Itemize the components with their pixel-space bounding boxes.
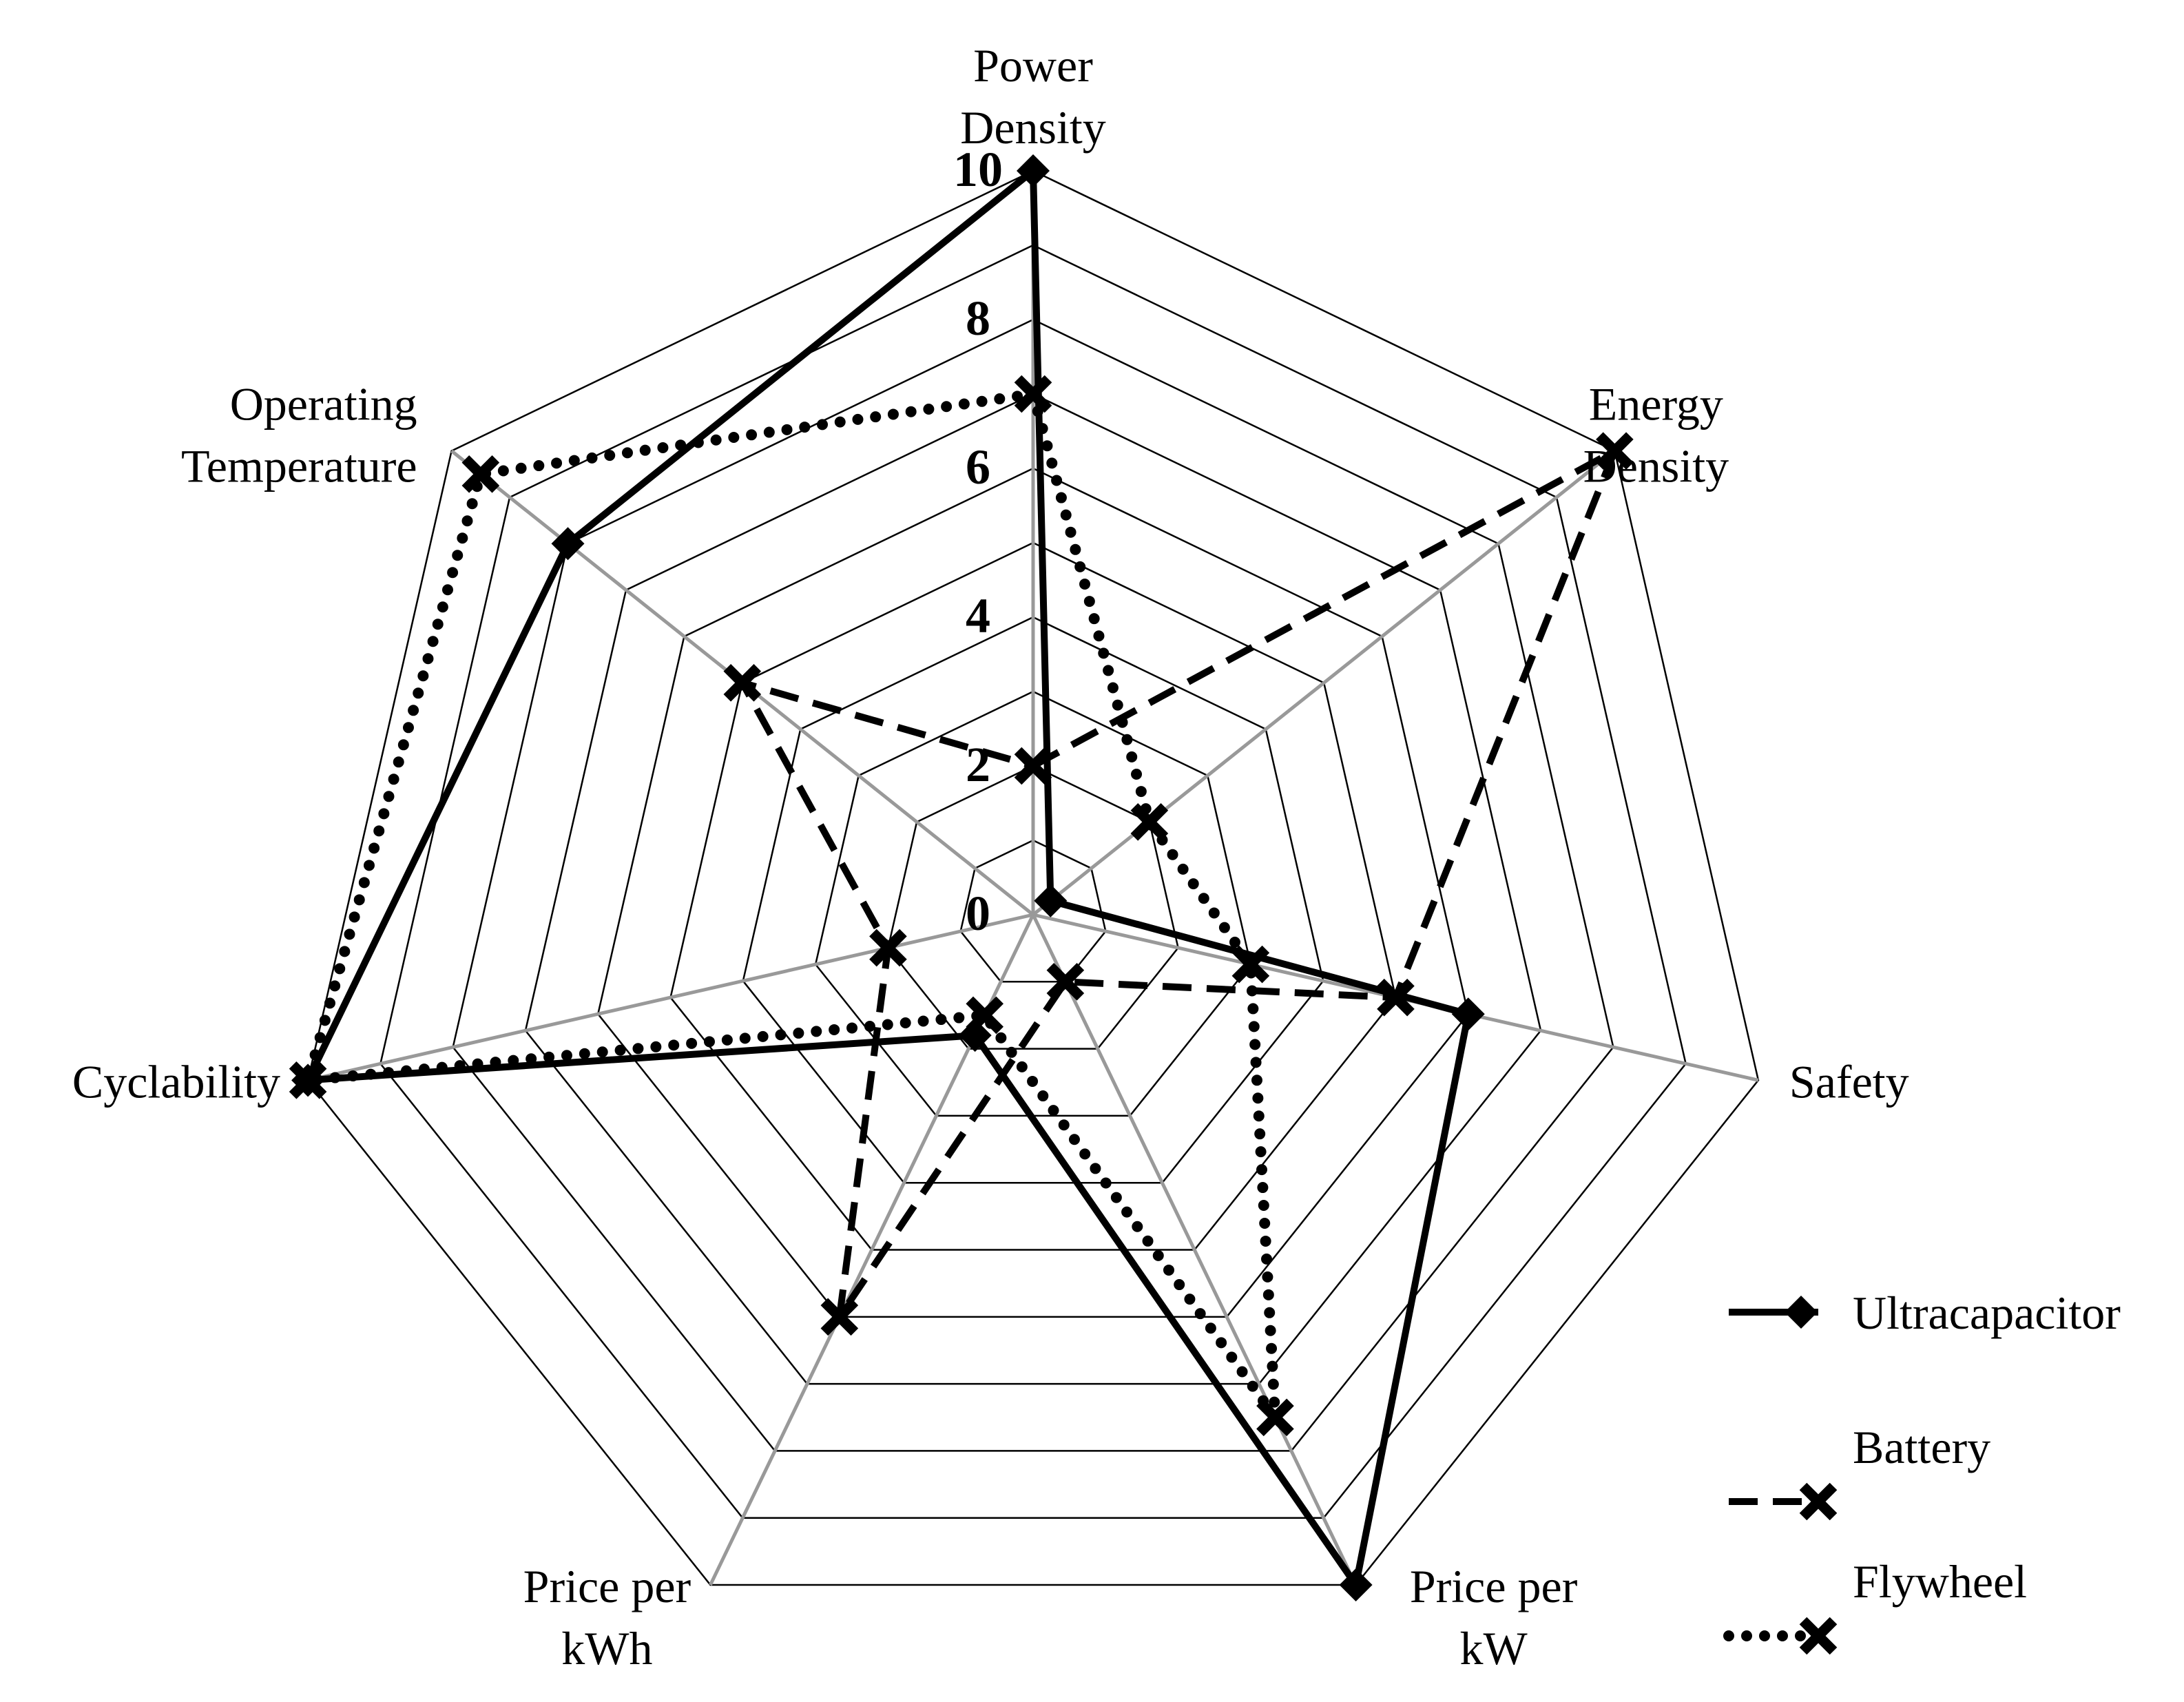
grid-ring-1 xyxy=(959,839,1107,983)
legend-item-battery: Battery xyxy=(1729,1421,1990,1521)
data-point-battery-2 xyxy=(1377,978,1415,1017)
legend-marker-battery xyxy=(1799,1482,1838,1521)
radar-grid xyxy=(306,169,1760,1586)
data-point-battery-1 xyxy=(1596,432,1634,470)
tick-label-0: 0 xyxy=(966,886,990,941)
grid-ring-8 xyxy=(452,318,1614,1452)
data-point-flywheel-6 xyxy=(461,455,500,493)
data-point-ultracapacitor-2 xyxy=(1451,997,1485,1031)
grid-ring-2 xyxy=(887,765,1179,1050)
series-layer xyxy=(289,154,1634,1602)
data-point-battery-4 xyxy=(820,1298,859,1336)
series-flywheel xyxy=(289,375,1294,1437)
data-point-flywheel-4 xyxy=(966,996,1004,1035)
tick-label-2: 2 xyxy=(966,737,990,792)
grid-ring-10 xyxy=(306,169,1760,1586)
data-point-battery-6 xyxy=(723,664,762,702)
tick-label-10: 10 xyxy=(953,142,1003,197)
data-point-ultracapacitor-3 xyxy=(1339,1568,1373,1602)
spoke-3 xyxy=(1031,913,1358,1586)
data-point-battery-3 xyxy=(1046,963,1085,1001)
grid-ring-6 xyxy=(596,467,1470,1318)
legend-label-flywheel: Flywheel xyxy=(1853,1555,2027,1608)
series-line-battery xyxy=(738,447,1619,1320)
data-point-ultracapacitor-0 xyxy=(1017,154,1050,187)
spoke-1 xyxy=(1032,449,1616,916)
spoke-5 xyxy=(307,913,1034,1082)
tick-label-4: 4 xyxy=(966,588,990,643)
data-point-flywheel-0 xyxy=(1014,375,1052,413)
legend-item-flywheel: Flywheel xyxy=(1723,1555,2027,1655)
legend-marker-flywheel xyxy=(1799,1617,1838,1655)
data-point-flywheel-2 xyxy=(1231,945,1270,984)
radial-tick-labels: 0 2 4 6 8 10 xyxy=(953,142,1003,941)
legend-label-battery: Battery xyxy=(1853,1421,1990,1473)
axis-label-5: Cyclability xyxy=(72,1055,280,1108)
grid-ring-5 xyxy=(669,541,1397,1251)
data-point-flywheel-5 xyxy=(289,1061,327,1099)
series-line-flywheel xyxy=(302,388,1281,1423)
data-point-ultracapacitor-6 xyxy=(551,527,585,561)
legend-marker-ultracapacitor xyxy=(1785,1296,1818,1329)
data-point-flywheel-3 xyxy=(1256,1398,1294,1437)
tick-label-8: 8 xyxy=(966,291,990,346)
grid-ring-7 xyxy=(524,393,1542,1385)
data-point-flywheel-1 xyxy=(1130,803,1169,841)
grid-ring-9 xyxy=(379,244,1687,1519)
legend-item-ultracapacitor: Ultracapacitor xyxy=(1729,1287,2121,1339)
data-point-battery-0 xyxy=(1014,747,1052,785)
series-line-ultracapacitor xyxy=(304,167,1472,1589)
axis-label-2: Safety xyxy=(1789,1055,1909,1108)
series-battery xyxy=(723,432,1634,1336)
data-point-battery-5 xyxy=(869,928,907,967)
legend-label-ultracapacitor: Ultracapacitor xyxy=(1853,1287,2121,1339)
data-point-ultracapacitor-1 xyxy=(1034,884,1068,917)
tick-label-6: 6 xyxy=(966,439,990,495)
radar-spokes xyxy=(307,171,1759,1586)
